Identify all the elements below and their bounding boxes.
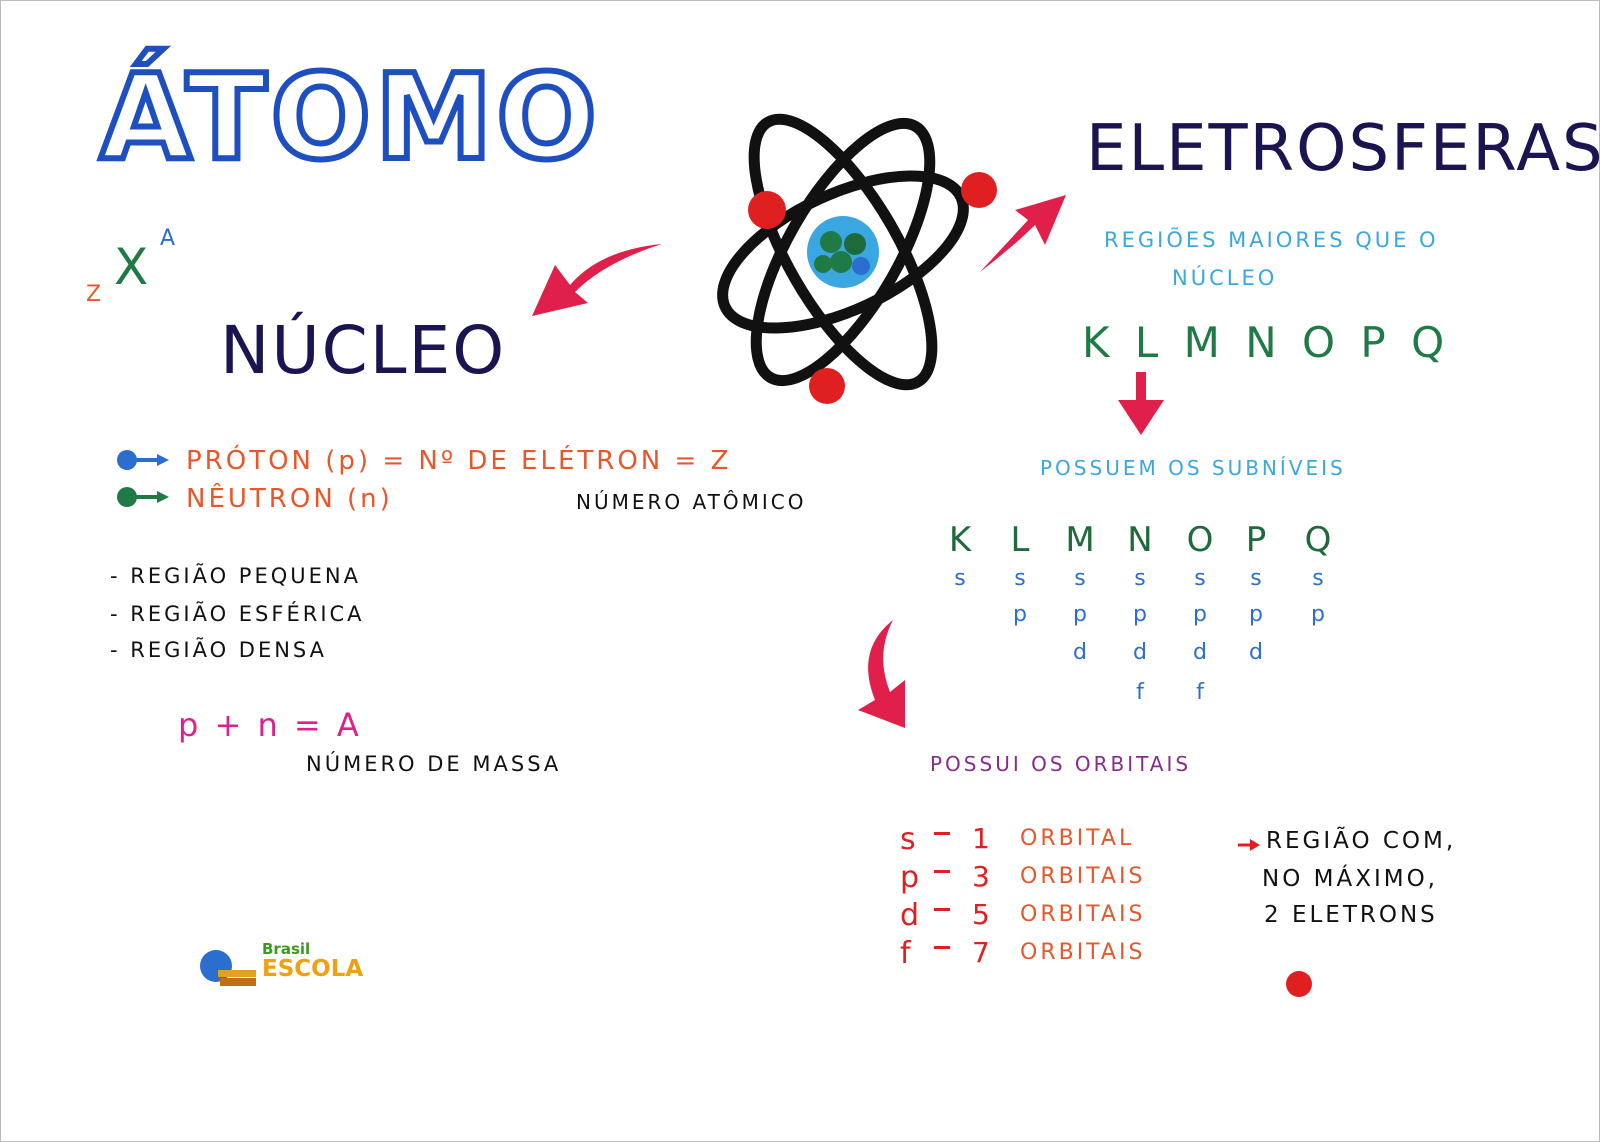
electron-icon (961, 172, 997, 208)
subshell-p: p (1311, 602, 1325, 627)
atom-icon (717, 113, 969, 391)
arrow-to-nucleus-icon (532, 244, 662, 316)
subshells-intro: POSSUEM OS SUBNÍVEIS (1040, 456, 1346, 480)
subshell-p: p (1133, 602, 1147, 627)
shell-letter: L (1010, 520, 1030, 560)
subshell-d: d (1249, 640, 1263, 665)
neutron-label: NÊUTRON (n) (186, 484, 393, 514)
subshell-s: s (1074, 566, 1086, 591)
orbital-definition: 2 ELETRONS (1264, 902, 1438, 928)
orbital-dash (934, 946, 950, 949)
orbital-count: 7 (972, 936, 993, 969)
brasil-escola-logo: Brasil ESCOLA (198, 940, 368, 990)
nucleus-property: - REGIÃO DENSA (110, 638, 328, 662)
orbital-definition: REGIÃO COM, (1266, 828, 1457, 854)
orbital-label: ORBITAIS (1020, 864, 1146, 889)
logo-line1: Brasil (262, 940, 311, 958)
shell-letter: K (948, 520, 972, 560)
atomic-number-label: NÚMERO ATÔMICO (576, 490, 807, 514)
electron-icon (748, 191, 786, 229)
subshell-s: s (954, 566, 966, 591)
shell-letter: P (1245, 520, 1267, 560)
subshell-s: s (1312, 566, 1324, 591)
shell-letter: N (1127, 520, 1153, 560)
orbital-dash (934, 832, 950, 835)
logo-line2: ESCOLA (262, 956, 364, 982)
subshell-s: s (1194, 566, 1206, 591)
orbital-label: ORBITAIS (1020, 940, 1146, 965)
orbital-count: 5 (972, 898, 993, 931)
orbital-label: ORBITAL (1020, 826, 1135, 851)
small-arrow-icon (1238, 839, 1260, 851)
shell-letter: O (1186, 520, 1214, 560)
orbital-dot-icon (1286, 971, 1312, 997)
shells-label: K L M N O P Q (1082, 318, 1451, 367)
orbital-subshell: d (900, 898, 923, 933)
electron-icon (809, 368, 845, 404)
orbital-subshell: f (900, 936, 914, 971)
proton-icon (117, 450, 169, 470)
orbital-label: ORBITAIS (1020, 902, 1146, 927)
subshell-p: p (1013, 602, 1027, 627)
subshell-s: s (1250, 566, 1262, 591)
electrosphere-heading: ELETROSFERAS (1086, 112, 1600, 186)
subshell-s: s (1014, 566, 1026, 591)
subshell-p: p (1073, 602, 1087, 627)
particle-icons (117, 450, 169, 507)
arrow-to-orbitals-icon (858, 620, 905, 728)
shell-letter: M (1065, 520, 1095, 560)
atomic-number-symbol: Z (86, 282, 105, 307)
mass-formula: p + n = A (178, 706, 362, 744)
orbitals-intro: POSSUI OS ORBITAIS (930, 752, 1192, 776)
mass-number-symbol: A (160, 226, 179, 251)
nucleus-property: - REGIÃO ESFÉRICA (110, 602, 365, 626)
orbital-definition: NO MÁXIMO, (1262, 866, 1438, 892)
mass-number-label: NÚMERO DE MASSA (306, 752, 562, 776)
electrosphere-description: REGIÕES MAIORES QUE O (1104, 228, 1439, 252)
nucleus-property: - REGIÃO PEQUENA (110, 564, 361, 588)
page-title: ÁTOMO (97, 45, 601, 189)
subshell-f: f (1136, 680, 1144, 705)
subshell-p: p (1193, 602, 1207, 627)
subshell-p: p (1249, 602, 1263, 627)
subshell-f: f (1196, 680, 1204, 705)
subshell-d: d (1073, 640, 1087, 665)
neutron-icon (117, 487, 169, 507)
subshell-d: d (1193, 640, 1207, 665)
shell-letter: Q (1304, 520, 1332, 560)
arrow-down-shells-icon (1118, 372, 1164, 435)
orbital-count: 1 (972, 822, 993, 855)
proton-label: PRÓTON (p) = Nº DE ELÉTRON = Z (186, 446, 732, 476)
orbital-dash (934, 870, 950, 873)
element-symbol: X (114, 238, 152, 296)
subshell-s: s (1134, 566, 1146, 591)
nucleus-heading: NÚCLEO (220, 312, 507, 389)
orbital-dash (934, 908, 950, 911)
orbital-subshell: p (900, 860, 923, 895)
globe-books-icon (200, 950, 256, 986)
subshell-d: d (1133, 640, 1147, 665)
electrosphere-description-2: NÚCLEO (1172, 266, 1278, 290)
arrow-to-electrosphere-icon (980, 195, 1066, 272)
orbital-subshell: s (900, 822, 919, 857)
orbital-count: 3 (972, 860, 993, 893)
